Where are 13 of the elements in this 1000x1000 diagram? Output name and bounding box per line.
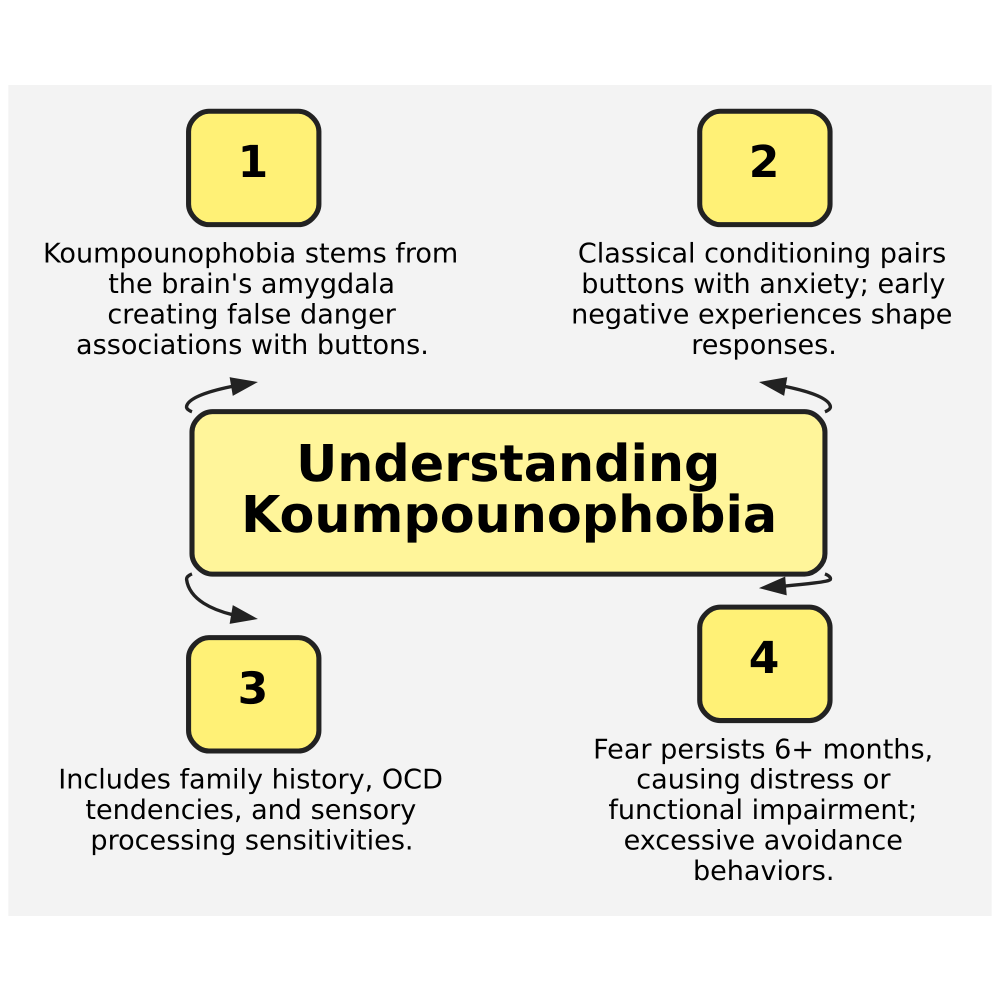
node-label: Classical conditioning pairs buttons with anxiety; early negative experiences shape responses.	[571, 238, 952, 360]
node-label: Fear persists 6+ months, causing distress or functional impairment; excessive avoidance behaviors.	[593, 734, 934, 887]
node-box: 3	[186, 634, 322, 754]
node-box: 2	[697, 108, 833, 227]
arrow	[184, 572, 258, 624]
node-label: Includes family history, OCD tendencies, and sensory processing sensitivities.	[58, 764, 443, 856]
arrow	[758, 572, 832, 595]
node-box: 1	[186, 108, 322, 227]
arrow	[758, 376, 832, 413]
arrow	[184, 376, 258, 413]
node-box: 4	[697, 604, 833, 723]
node-label: Koumpounophobia stems from the brain's amygdala creating false danger associations with buttons.	[43, 238, 458, 360]
node-box: Understanding Koumpounophobia	[189, 408, 828, 576]
